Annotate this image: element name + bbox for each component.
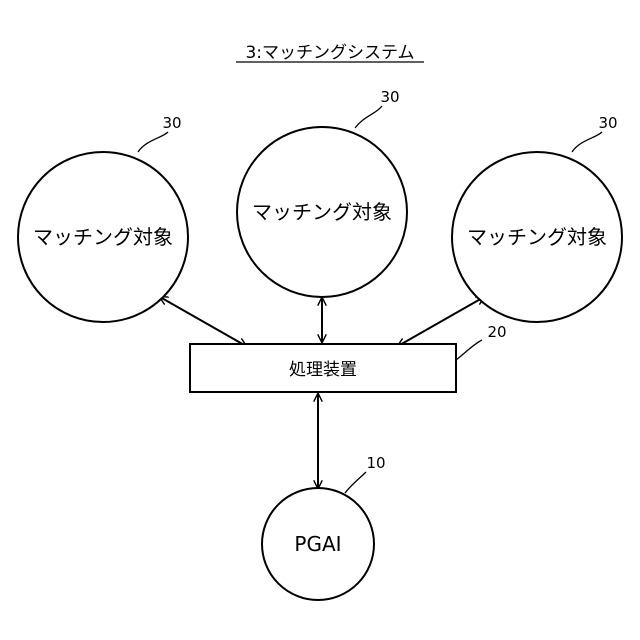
ref-number-30: 30: [598, 114, 617, 132]
ref-number-30: 30: [380, 88, 399, 106]
arrow-left-target-processor: [160, 297, 246, 346]
matching-target-center: マッチング対象 30: [237, 88, 407, 297]
diagram-title: 3:マッチングシステム: [245, 43, 414, 63]
ref-leader: [355, 106, 382, 128]
ref-leader: [456, 340, 482, 360]
matching-target-label: マッチング対象: [33, 225, 173, 249]
ref-leader: [138, 132, 168, 152]
pgai-node: PGAI 10: [262, 454, 386, 600]
matching-target-left: マッチング対象 30: [18, 114, 188, 322]
pgai-label: PGAI: [294, 532, 341, 556]
matching-target-right: マッチング対象 30: [452, 114, 622, 322]
matching-target-label: マッチング対象: [467, 225, 607, 249]
arrow-right-target-processor: [398, 297, 484, 346]
ref-leader: [572, 132, 602, 152]
ref-number-30: 30: [162, 114, 181, 132]
ref-number-20: 20: [487, 323, 506, 341]
processing-device: 処理装置 20: [190, 323, 507, 392]
ref-leader: [345, 472, 366, 493]
matching-target-label: マッチング対象: [252, 200, 392, 224]
processing-device-label: 処理装置: [289, 360, 357, 380]
ref-number-10: 10: [366, 454, 385, 472]
